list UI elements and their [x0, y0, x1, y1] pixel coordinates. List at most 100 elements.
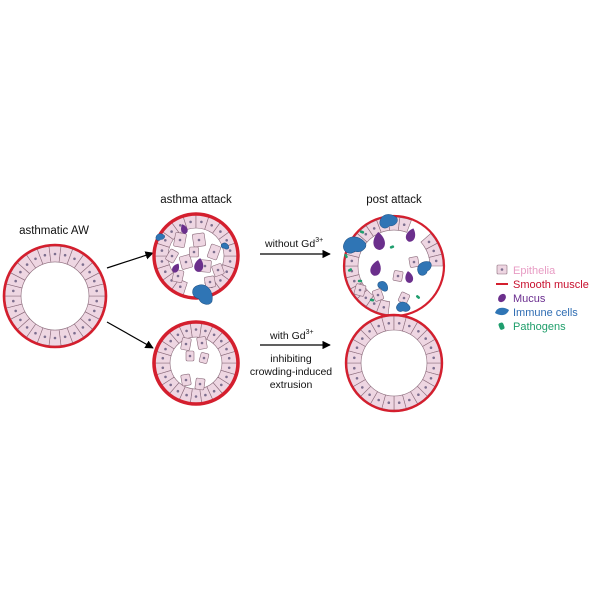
cell-nucleus	[361, 386, 364, 389]
cell-nucleus	[427, 240, 431, 244]
cell-nucleus	[176, 274, 180, 278]
cell-nucleus	[73, 331, 76, 335]
cell-nucleus	[202, 356, 206, 360]
cell-nucleus	[185, 393, 188, 397]
immune-cell	[396, 301, 411, 312]
extrusion-label: extrusion	[270, 379, 313, 391]
post-attack-label: post attack	[366, 194, 422, 206]
asthmatic-airway	[2, 243, 108, 349]
cell-nucleus	[424, 386, 428, 389]
cell-nucleus	[43, 335, 47, 339]
cell-nucleus	[81, 263, 85, 266]
legend-immune-cells: Immune cells	[495, 307, 578, 319]
arrow-to-attack	[106, 251, 154, 269]
cell-nucleus	[178, 238, 182, 242]
cell-nucleus	[179, 224, 182, 227]
immune-cell	[377, 281, 388, 292]
immune-cell	[379, 214, 398, 229]
cell-nucleus	[219, 230, 222, 233]
cell-nucleus	[434, 259, 438, 263]
cell-nucleus	[63, 335, 67, 339]
pathogen	[357, 279, 363, 283]
legend-smooth-muscle-label: Smooth muscle	[513, 279, 589, 291]
mucus-drop	[405, 271, 414, 283]
cell-nucleus	[25, 326, 29, 329]
legend-epithelia: Epithelia	[496, 264, 556, 277]
immune-cell	[343, 236, 367, 254]
cell-nucleus	[408, 324, 411, 328]
cell-nucleus	[63, 253, 67, 257]
cell-nucleus	[376, 293, 380, 297]
cell-nucleus	[204, 393, 207, 397]
cell-nucleus	[184, 260, 188, 264]
cell-nucleus	[225, 375, 228, 379]
cell-nucleus	[350, 259, 354, 263]
pathogen	[369, 298, 375, 302]
crowding-induced-label: crowding-induced	[250, 366, 332, 378]
recovered-airway	[344, 313, 444, 413]
cell-nucleus	[188, 354, 192, 358]
cell-nucleus	[377, 324, 381, 328]
cell-nucleus	[12, 289, 15, 293]
cell-nucleus	[185, 329, 188, 333]
with-gd-label: with Gd3+	[269, 329, 314, 342]
pathogen-icon	[498, 322, 505, 330]
cell-nucleus	[432, 366, 436, 370]
with-gd-superscript: 3+	[306, 329, 314, 336]
cell-nucleus	[417, 330, 420, 333]
immune-cell-icon	[495, 307, 509, 316]
cell-nucleus	[212, 250, 216, 254]
cell-nucleus	[424, 337, 428, 340]
immune-cell	[155, 233, 165, 241]
pathogen	[359, 230, 365, 234]
with-gd-text: with Gd	[269, 330, 306, 342]
cell-nucleus	[432, 249, 436, 253]
cell-nucleus	[160, 260, 164, 263]
epithelial-cell-icon	[496, 264, 508, 275]
cell-nucleus	[210, 224, 213, 227]
cell-nucleus	[204, 329, 207, 333]
cell-nucleus	[176, 389, 180, 393]
cell-nucleus	[179, 285, 182, 289]
immune-cell	[220, 242, 230, 250]
gd-treated-airway	[152, 320, 240, 406]
asthmatic-aw-label: asthmatic AW	[19, 225, 89, 237]
cell-nucleus	[203, 264, 207, 268]
cell-nucleus	[164, 270, 167, 274]
legend-epithelia-label: Epithelia	[513, 265, 556, 277]
cell-nucleus	[396, 274, 400, 278]
cell-nucleus	[12, 299, 15, 303]
immune-cell	[417, 261, 432, 276]
cell-nucleus	[34, 331, 37, 335]
arrow-to-treated	[106, 321, 154, 349]
cell-nucleus	[382, 306, 386, 309]
cell-nucleus	[19, 318, 22, 322]
cell-nucleus	[358, 288, 362, 292]
mucus-drop	[370, 260, 381, 276]
asthma-attack-label: asthma attack	[160, 194, 232, 206]
cell-nucleus	[377, 398, 381, 402]
cell-nucleus	[387, 322, 391, 325]
cell-nucleus	[197, 238, 201, 242]
cell-nucleus	[176, 333, 180, 337]
cell-nucleus	[220, 339, 223, 343]
cell-nucleus	[227, 366, 231, 370]
cell-nucleus	[169, 383, 172, 387]
cell-nucleus	[93, 309, 96, 313]
cell-nucleus	[170, 254, 174, 258]
cell-nucleus	[169, 339, 172, 343]
legend-immune-cells-label: Immune cells	[513, 307, 578, 319]
cell-nucleus	[364, 296, 368, 300]
cell-nucleus	[19, 270, 22, 274]
cell-nucleus	[228, 249, 232, 252]
cell-nucleus	[95, 299, 98, 303]
cell-nucleus	[429, 377, 433, 380]
cell-nucleus	[164, 347, 167, 351]
cell-nucleus	[412, 260, 416, 264]
asthma-attack-airway	[152, 212, 240, 305]
cell-nucleus	[73, 257, 76, 261]
cell-nucleus	[353, 366, 356, 370]
cell-nucleus	[88, 270, 91, 274]
